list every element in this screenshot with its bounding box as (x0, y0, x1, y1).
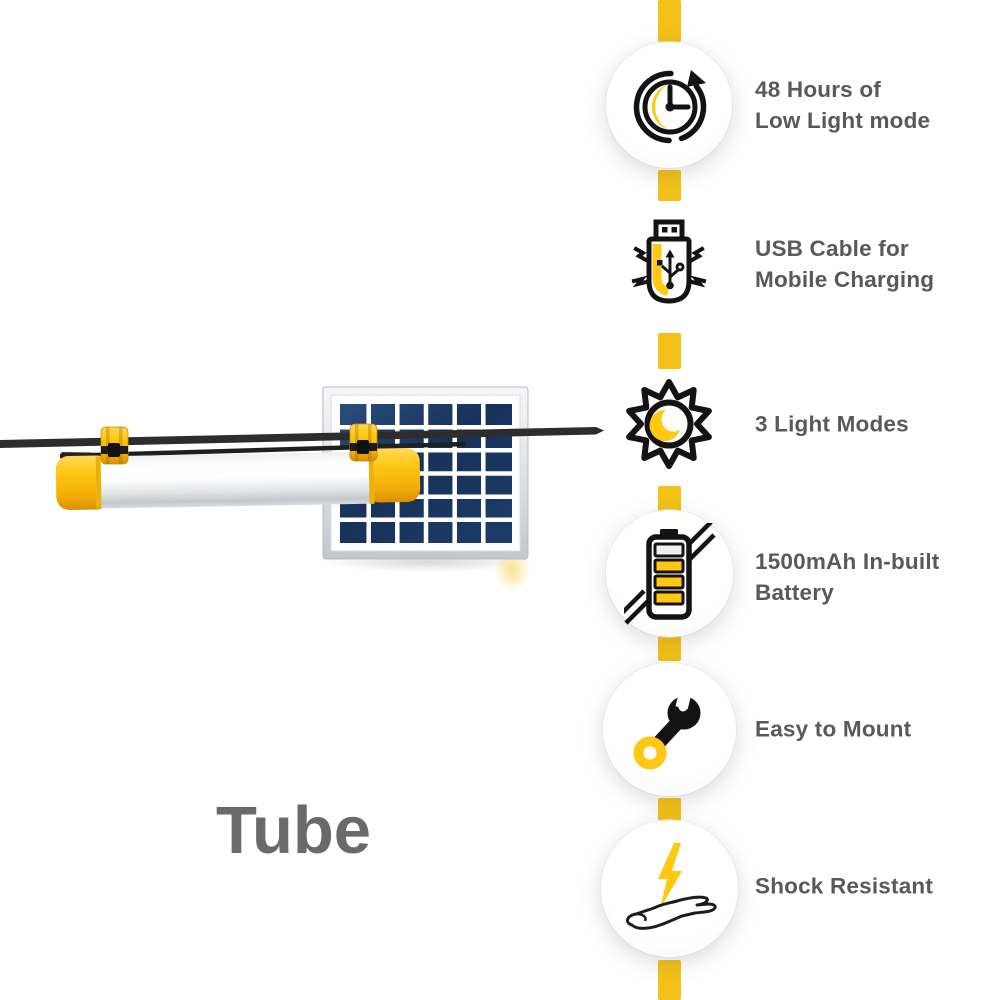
battery-icon (623, 522, 716, 625)
tube-ring-left (95, 456, 102, 509)
timeline-segment (658, 333, 681, 369)
feature-label-usb: USB Cable for Mobile Charging (755, 236, 935, 292)
feature-icon-usb (623, 216, 715, 316)
timeline-segment (658, 486, 681, 512)
feature-icon-light-modes (623, 378, 715, 470)
tube-body (95, 451, 375, 509)
feature-circle-runtime (606, 42, 732, 168)
usb-charging-icon (631, 219, 707, 304)
feature-label-battery: 1500mAh In-built Battery (755, 549, 940, 605)
cable-clip-left (100, 426, 129, 465)
timeline-segment (658, 636, 681, 661)
feature-label-shock: Shock Resistant (755, 873, 934, 899)
tube-ring-right (368, 451, 375, 504)
suspension-cable (0, 427, 604, 448)
product-title: Tube (216, 793, 372, 868)
cable-clip-right (349, 423, 378, 462)
wrench-icon (633, 686, 700, 769)
feature-circle-battery (606, 510, 733, 637)
feature-label-runtime: 48 Hours of Low Light mode (755, 77, 931, 133)
timeline-segment (658, 798, 681, 821)
timeline-segment (658, 0, 681, 42)
timeline-segment (658, 170, 681, 201)
timeline-segment (658, 960, 681, 1000)
tube-cap-right (365, 448, 421, 503)
feature-circle-shock (601, 820, 738, 957)
feature-circle-mount (603, 663, 736, 796)
sun-moon-icon (626, 379, 712, 469)
clock-cycle-icon (633, 70, 707, 144)
hand-bolt-icon (625, 842, 717, 930)
tube-light (55, 443, 421, 510)
feature-label-mount: Easy to Mount (755, 716, 912, 742)
feature-label-light-modes: 3 Light Modes (755, 411, 909, 437)
